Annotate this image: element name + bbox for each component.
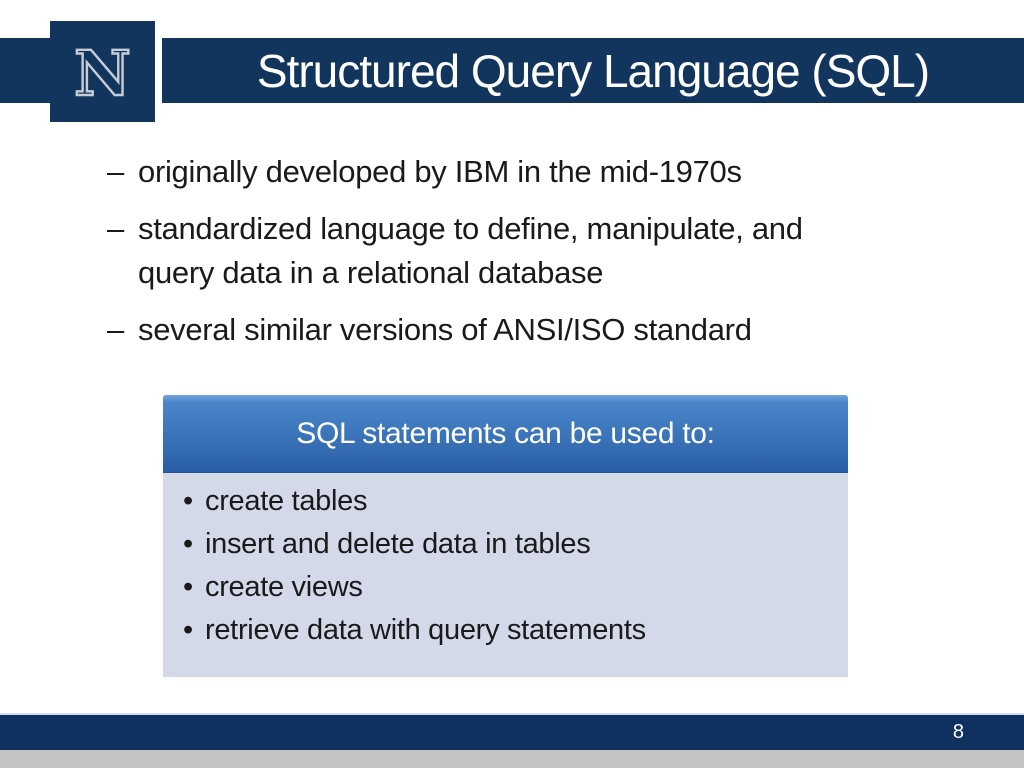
callout-item: • insert and delete data in tables [183, 523, 838, 566]
dot-marker: • [183, 485, 193, 517]
bullet-text: several similar versions of ANSI/ISO sta… [138, 308, 927, 352]
bullet-item: – originally developed by IBM in the mid… [107, 150, 927, 194]
sql-statements-callout: SQL statements can be used to: • create … [163, 395, 848, 677]
callout-item-text: create tables [205, 485, 368, 517]
dash-marker: – [107, 154, 124, 189]
callout-header-text: SQL statements can be used to: [296, 416, 715, 450]
block-n-icon: N [73, 36, 132, 111]
bottom-gray-strip [0, 750, 1024, 768]
callout-item: • create views [183, 566, 838, 609]
dot-marker: • [183, 528, 193, 560]
callout-header: SQL statements can be used to: [163, 395, 848, 473]
callout-item: • retrieve data with query statements [183, 609, 838, 652]
callout-item: • create tables [183, 480, 838, 523]
bullet-line: several similar versions of ANSI/ISO sta… [138, 312, 752, 347]
dot-marker: • [183, 614, 193, 646]
bullet-line: standardized language to define, manipul… [138, 211, 803, 246]
bullet-item: – several similar versions of ANSI/ISO s… [107, 308, 927, 352]
callout-body: • create tables • insert and delete data… [163, 473, 848, 677]
bullet-line: originally developed by IBM in the mid-1… [138, 154, 742, 189]
callout-item-text: insert and delete data in tables [205, 528, 591, 560]
callout-item-text: create views [205, 571, 363, 603]
footer-accent-line [0, 713, 1024, 715]
university-logo: N [50, 21, 155, 122]
footer-bar: 8 [0, 715, 1024, 750]
bullet-text: standardized language to define, manipul… [138, 207, 927, 295]
dash-marker: – [107, 211, 124, 246]
bullet-line: query data in a relational database [138, 255, 604, 290]
bullet-text: originally developed by IBM in the mid-1… [138, 150, 927, 194]
slide-title: Structured Query Language (SQL) [256, 44, 930, 97]
title-bar: Structured Query Language (SQL) [162, 38, 1024, 103]
block-n-letter: N [74, 37, 131, 110]
header-left-strip [0, 38, 50, 103]
dash-marker: – [107, 312, 124, 347]
callout-item-text: retrieve data with query statements [205, 614, 646, 646]
bullet-item: – standardized language to define, manip… [107, 207, 927, 295]
dot-marker: • [183, 571, 193, 603]
bullet-list: – originally developed by IBM in the mid… [107, 150, 927, 365]
page-number: 8 [952, 721, 964, 743]
